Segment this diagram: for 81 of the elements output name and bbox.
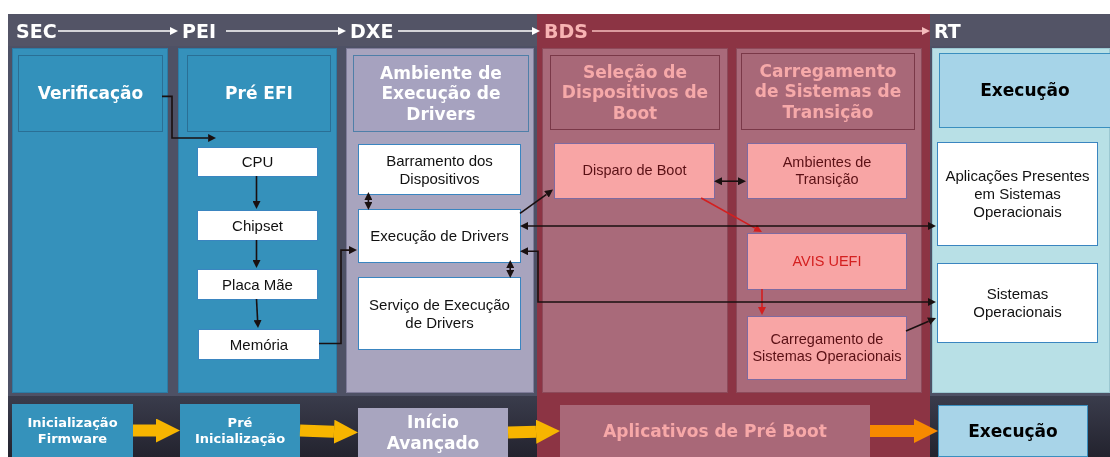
heading-box <box>939 53 1110 128</box>
arrow <box>252 175 261 209</box>
box-label: CPU <box>241 153 274 171</box>
arrow <box>714 177 746 186</box>
arrow <box>161 95 217 142</box>
box-label: Disparo de Boot <box>582 162 687 180</box>
process-box <box>747 233 907 290</box>
arrow <box>507 419 560 444</box>
box-label: Serviço de Execução de Drivers <box>368 295 511 332</box>
process-box <box>937 263 1098 343</box>
process-box <box>197 269 318 300</box>
box-label: Aplicações Presentes em Sistemas Operacionais <box>944 167 1091 221</box>
column-panel <box>932 48 1110 393</box>
process-box <box>197 147 318 177</box>
heading-box <box>741 53 915 130</box>
phase-label: BDS <box>540 18 592 44</box>
arrow <box>870 419 938 443</box>
arrow <box>225 27 346 35</box>
column-panel <box>178 48 337 393</box>
column-panel <box>346 48 534 393</box>
arrow <box>506 260 515 278</box>
process-box <box>937 142 1098 246</box>
arrow <box>133 418 180 443</box>
box-label: Chipset <box>232 216 283 235</box>
arrow <box>318 246 357 345</box>
phase-label: RT <box>930 18 970 44</box>
heading-box <box>550 55 720 130</box>
box-label: Inicialização Firmware <box>26 414 119 447</box>
arrow <box>299 419 358 444</box>
box-label: Seleção de Dispositivos de Boot <box>560 61 710 124</box>
column-panel <box>542 48 728 393</box>
process-box <box>747 316 907 380</box>
process-box <box>358 277 521 350</box>
box-label: Sistemas Operacionais <box>972 285 1063 321</box>
process-box <box>358 209 521 263</box>
box-label: Barramento dos Dispositivos <box>385 151 494 188</box>
arrow <box>397 27 540 35</box>
column-panel <box>12 48 168 393</box>
arrow <box>758 288 766 315</box>
box-label: Placa Mãe <box>222 275 293 294</box>
box-label: Carregamento de Sistemas de Transição <box>753 60 903 123</box>
arrow <box>700 197 762 232</box>
box-label: Execução de Drivers <box>370 227 509 245</box>
stage-box <box>12 404 133 457</box>
arrow <box>253 298 262 328</box>
heading-box <box>18 55 163 132</box>
arrow <box>57 27 178 35</box>
arrow <box>364 192 373 210</box>
stage-box <box>938 405 1088 457</box>
box-label: Pré Inicialização <box>193 414 287 447</box>
arrow <box>519 189 553 215</box>
process-box <box>747 143 907 199</box>
phase-label: DXE <box>346 18 398 44</box>
arrow <box>520 221 936 230</box>
box-label: Aplicativos de Pré Boot <box>603 420 827 442</box>
box-label: Execução <box>980 80 1070 101</box>
box-label: Ambiente de Execução de Drivers <box>379 62 503 125</box>
heading-box <box>187 55 331 132</box>
box-label: Carregamento de Sistemas Operacionais <box>752 330 902 366</box>
box-label: Início Avançado <box>385 412 481 453</box>
column-panel <box>736 48 922 393</box>
stage-box <box>358 408 508 457</box>
process-box <box>197 210 318 241</box>
process-box <box>554 143 715 199</box>
heading-box <box>353 55 529 132</box>
phase-label: PEI <box>178 18 226 44</box>
arrow <box>252 239 261 268</box>
box-label: Pré EFI <box>225 83 293 104</box>
box-label: Memória <box>229 335 289 354</box>
box-label: Verificação <box>37 83 144 104</box>
box-label: Ambientes de Transição <box>781 153 873 189</box>
phase-label: SEC <box>12 18 58 44</box>
stage-box <box>180 404 300 457</box>
process-box <box>358 144 521 195</box>
process-box <box>198 329 320 360</box>
box-label: AVIS UEFI <box>792 252 862 271</box>
arrow <box>520 247 936 306</box>
arrow <box>905 317 936 332</box>
box-label: Execução <box>968 420 1058 442</box>
stage-box <box>560 405 870 457</box>
arrow <box>591 27 930 35</box>
